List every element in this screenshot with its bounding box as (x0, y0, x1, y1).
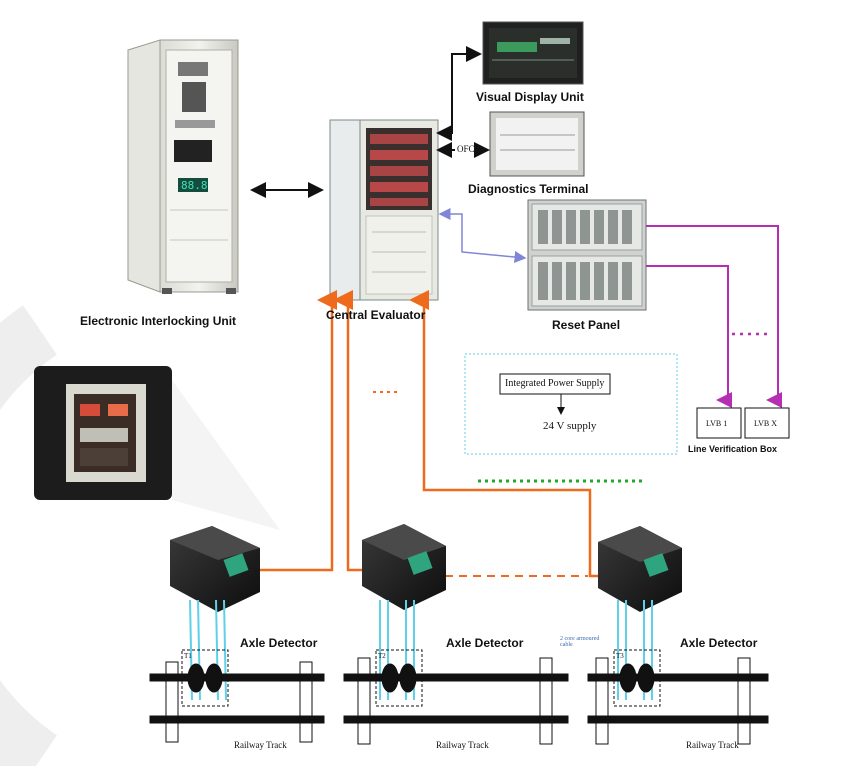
ce-vdu-link (436, 46, 482, 141)
ad1-ce-link (258, 290, 337, 572)
axle-detector-2-device (362, 524, 446, 610)
lvbx-box (744, 407, 790, 439)
t1-label: T1 (184, 652, 192, 660)
railway-track-1-label: Railway Track (234, 740, 287, 750)
power-supply-frame (464, 353, 678, 455)
diagnostics-terminal-label: Diagnostics Terminal (468, 182, 589, 196)
railway-track-1 (149, 649, 325, 743)
electronic-interlocking-cabinet: 88.8 (127, 39, 239, 294)
diagnostics-terminal-screen (489, 111, 585, 177)
t2-label: T2 (378, 652, 386, 660)
visual-display-unit-label: Visual Display Unit (476, 90, 584, 104)
axle-detector-3-device (598, 526, 682, 612)
electronic-interlocking-unit-label: Electronic Interlocking Unit (80, 314, 237, 328)
lvbx-label: LVB X (754, 419, 778, 428)
lvb1-box (696, 407, 742, 439)
visual-display-unit-screen (482, 21, 584, 85)
central-evaluator-label: Central Evaluator (326, 308, 426, 322)
reset-lvb1-link (646, 265, 732, 408)
axle-detector-1-label: Axle Detector (240, 636, 318, 650)
ad3-ce-link (409, 290, 600, 578)
svg-text:88.8: 88.8 (181, 179, 208, 192)
line-verification-box-label: Line Verification Box (688, 444, 778, 454)
reset-panel-device (527, 199, 647, 311)
railway-track-3 (587, 649, 769, 745)
reset-lvbx-link (646, 225, 782, 408)
power-supply-box (499, 373, 611, 395)
axle-detector-2-label: Axle Detector (446, 636, 524, 650)
central-evaluator-cabinet (329, 119, 439, 301)
axle-detector-1-device (170, 526, 260, 612)
railway-track-2-label: Railway Track (436, 740, 489, 750)
railway-track-2 (343, 649, 569, 745)
axle-detector-3-label: Axle Detector (680, 636, 758, 650)
cable-note-label: 2 core armoured cable (560, 636, 600, 648)
t3-label: T3 (616, 652, 624, 660)
inset-pointer (172, 380, 280, 530)
ad2-ce-link (333, 290, 362, 572)
ofc-label: OFC (457, 144, 475, 154)
supply-24v-label: 24 V supply (543, 420, 597, 432)
reset-panel-label: Reset Panel (552, 318, 621, 332)
ce-reset-link (438, 208, 527, 263)
railway-track-3-label: Railway Track (686, 740, 739, 750)
power-supply-label: Integrated Power Supply (505, 378, 605, 389)
lvb1-label: LVB 1 (706, 419, 728, 428)
inset-photo (34, 366, 172, 500)
